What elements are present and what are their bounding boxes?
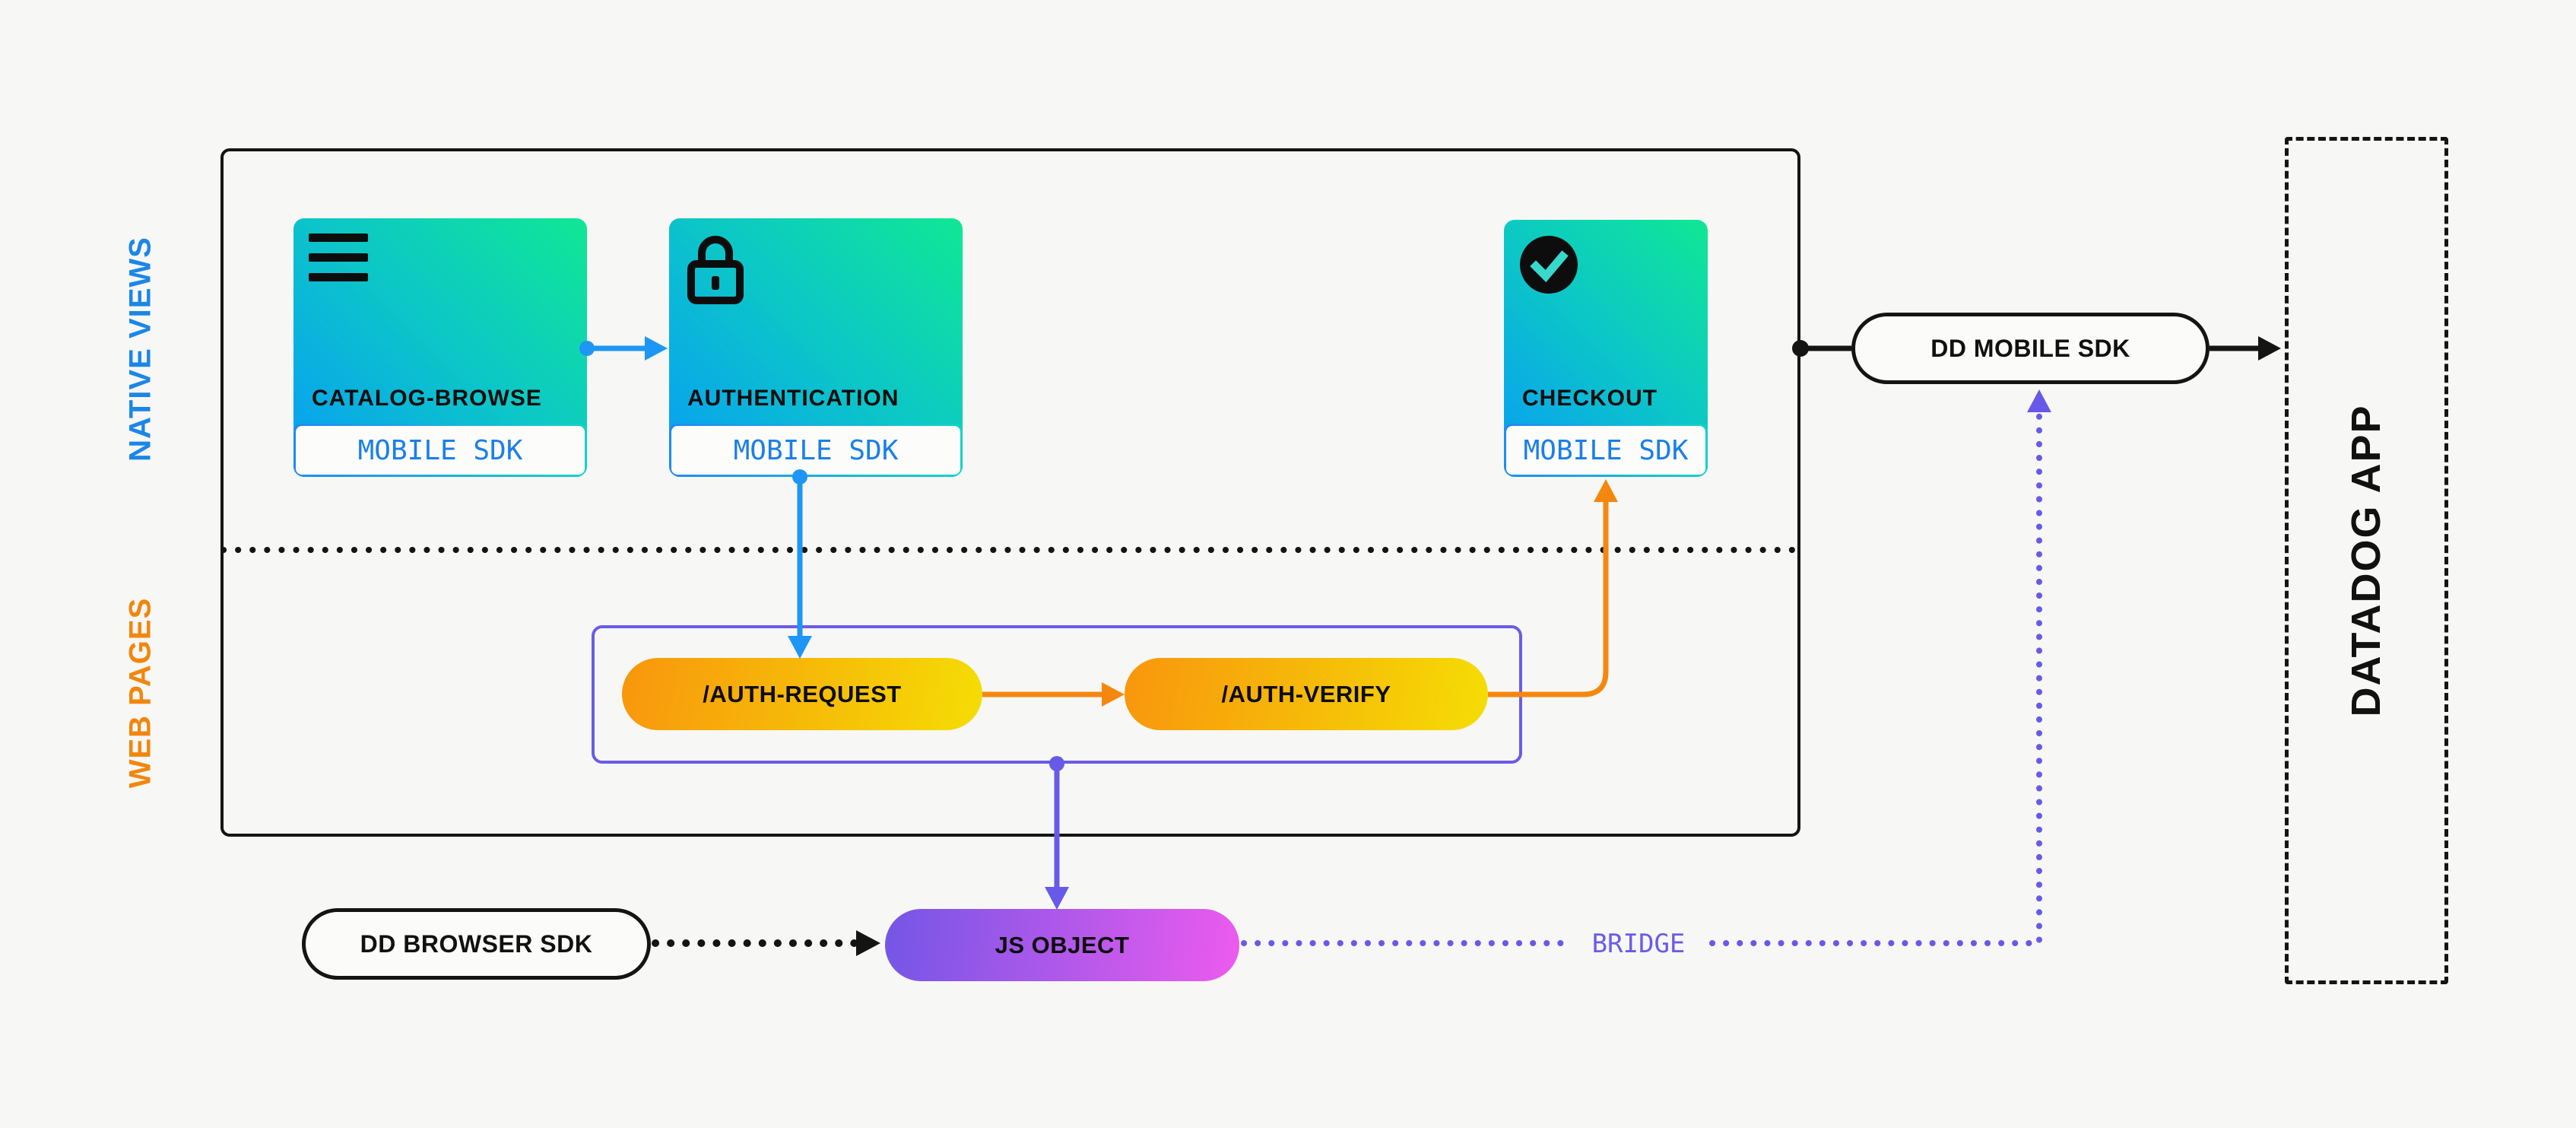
sdk-badge-label: MOBILE SDK [1506, 426, 1705, 475]
sdk-badge: MOBILE SDK [293, 424, 587, 477]
datadog-app-box [2285, 137, 2448, 984]
menu-icon [309, 234, 370, 288]
card-checkout: CHECKOUT MOBILE SDK [1504, 220, 1708, 477]
sdk-badge: MOBILE SDK [669, 424, 963, 477]
datadog-app-label: DATADOG APP [2343, 404, 2389, 717]
card-catalog-browse: CATALOG-BROWSE MOBILE SDK [293, 218, 587, 477]
sdk-badge: MOBILE SDK [1504, 424, 1708, 477]
lock-icon [684, 234, 747, 310]
card-authentication: AUTHENTICATION MOBILE SDK [669, 218, 963, 477]
endpoint-auth-request: /AUTH-REQUEST [622, 658, 982, 730]
node-js-object: JS OBJECT [885, 909, 1239, 981]
endpoint-auth-verify: /AUTH-VERIFY [1125, 658, 1488, 730]
card-title: AUTHENTICATION [687, 386, 899, 411]
bridge-edge-label: BRIDGE [1591, 929, 1686, 959]
sdk-badge-label: MOBILE SDK [671, 426, 960, 475]
node-dd-browser-sdk: DD BROWSER SDK [302, 908, 651, 980]
sdk-badge-label: MOBILE SDK [296, 426, 585, 475]
native-views-label: NATIVE VIEWS [123, 237, 157, 462]
card-title: CHECKOUT [1522, 386, 1658, 411]
node-dd-mobile-sdk: DD MOBILE SDK [1851, 313, 2210, 384]
card-title: CATALOG-BROWSE [312, 386, 542, 411]
check-icon [1519, 235, 1578, 298]
web-pages-label: WEB PAGES [123, 597, 157, 789]
